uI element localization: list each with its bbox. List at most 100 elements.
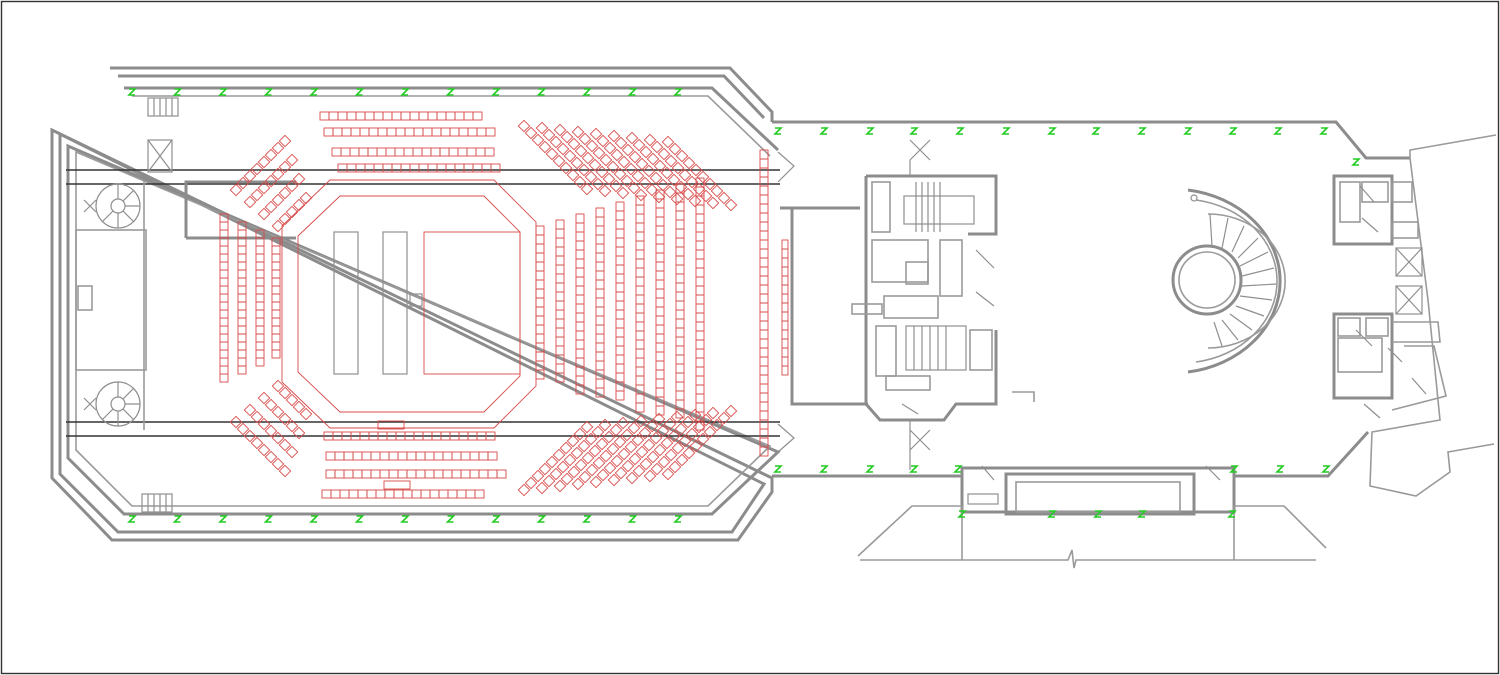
seat <box>759 446 769 457</box>
seat <box>394 147 405 157</box>
seat <box>682 446 696 460</box>
lobby-east-edge <box>1369 134 1497 497</box>
exit-marker <box>819 465 829 473</box>
seat <box>469 451 480 461</box>
seat <box>285 205 299 219</box>
seat <box>634 188 648 202</box>
seat <box>236 176 250 190</box>
exit-marker <box>172 515 183 523</box>
seat <box>595 342 605 353</box>
seat <box>474 489 485 499</box>
seat <box>655 360 665 371</box>
seat <box>620 174 634 188</box>
seat-row-top-3 <box>331 147 495 157</box>
seat <box>759 338 769 349</box>
seat <box>575 222 585 233</box>
seat <box>603 461 617 475</box>
seat <box>678 168 692 182</box>
seat <box>695 303 705 314</box>
seat <box>595 437 609 451</box>
seat <box>278 212 292 226</box>
exit-marker <box>957 510 967 518</box>
seat <box>668 142 682 156</box>
seat <box>661 467 675 481</box>
seat <box>490 163 501 173</box>
seat <box>695 348 705 359</box>
seat <box>264 174 278 188</box>
seat <box>358 147 369 157</box>
seat <box>695 222 705 233</box>
seat <box>710 418 724 432</box>
seat <box>599 449 613 463</box>
seat <box>549 135 563 149</box>
seat <box>615 309 625 320</box>
seat <box>219 325 229 335</box>
seat <box>237 365 247 375</box>
seat <box>581 151 595 165</box>
seat <box>575 384 585 395</box>
seat <box>449 127 460 137</box>
seat <box>615 282 625 293</box>
foyer-connector <box>777 151 868 453</box>
seat <box>219 349 229 359</box>
seat <box>243 429 257 443</box>
seat <box>388 469 399 479</box>
seat <box>388 451 399 461</box>
seat <box>695 231 705 242</box>
seat <box>237 285 247 295</box>
seat <box>574 144 588 158</box>
seat <box>621 143 635 157</box>
seat <box>632 138 646 152</box>
seat-col-right-7 <box>655 189 665 416</box>
seat <box>250 188 264 202</box>
seat <box>615 291 625 302</box>
seat <box>285 445 299 459</box>
seat <box>635 312 645 323</box>
seat <box>406 451 417 461</box>
seat <box>472 111 483 121</box>
seat <box>781 257 789 268</box>
seat <box>759 293 769 304</box>
seat <box>575 303 585 314</box>
seat <box>555 372 565 383</box>
seat-col-right-outer <box>759 149 769 457</box>
seat <box>531 133 545 147</box>
exit-marker <box>955 127 965 135</box>
exit-marker <box>1183 127 1193 135</box>
seat <box>375 489 386 499</box>
seat <box>463 163 474 173</box>
seat <box>675 381 685 392</box>
seat <box>278 386 292 400</box>
auditorium-outer-wall <box>50 66 774 542</box>
seat <box>652 190 666 204</box>
seat <box>424 469 435 479</box>
seat <box>606 442 620 456</box>
seat <box>436 163 447 173</box>
seat <box>675 264 685 275</box>
seat <box>759 302 769 313</box>
seat <box>219 277 229 287</box>
seat-row-bottom-2 <box>325 451 498 461</box>
seat <box>685 175 699 189</box>
seat <box>675 149 689 163</box>
seat <box>271 269 281 279</box>
seat-col-right-2 <box>555 219 565 383</box>
door-swing-top <box>777 151 795 183</box>
seat <box>595 351 605 362</box>
seat <box>602 430 616 444</box>
seat <box>624 162 638 176</box>
seat <box>724 404 738 418</box>
seat <box>635 321 645 332</box>
small-stair-top-treads <box>153 98 173 116</box>
seat <box>616 416 630 430</box>
seat <box>406 469 417 479</box>
seat <box>692 420 706 434</box>
seat <box>219 221 229 231</box>
seat <box>663 185 677 199</box>
exit-marker <box>400 515 410 523</box>
seat <box>596 468 610 482</box>
seat <box>243 169 257 183</box>
seat-diag-bottom-right-3 <box>553 416 630 493</box>
seat <box>573 175 587 189</box>
seat <box>695 249 705 260</box>
